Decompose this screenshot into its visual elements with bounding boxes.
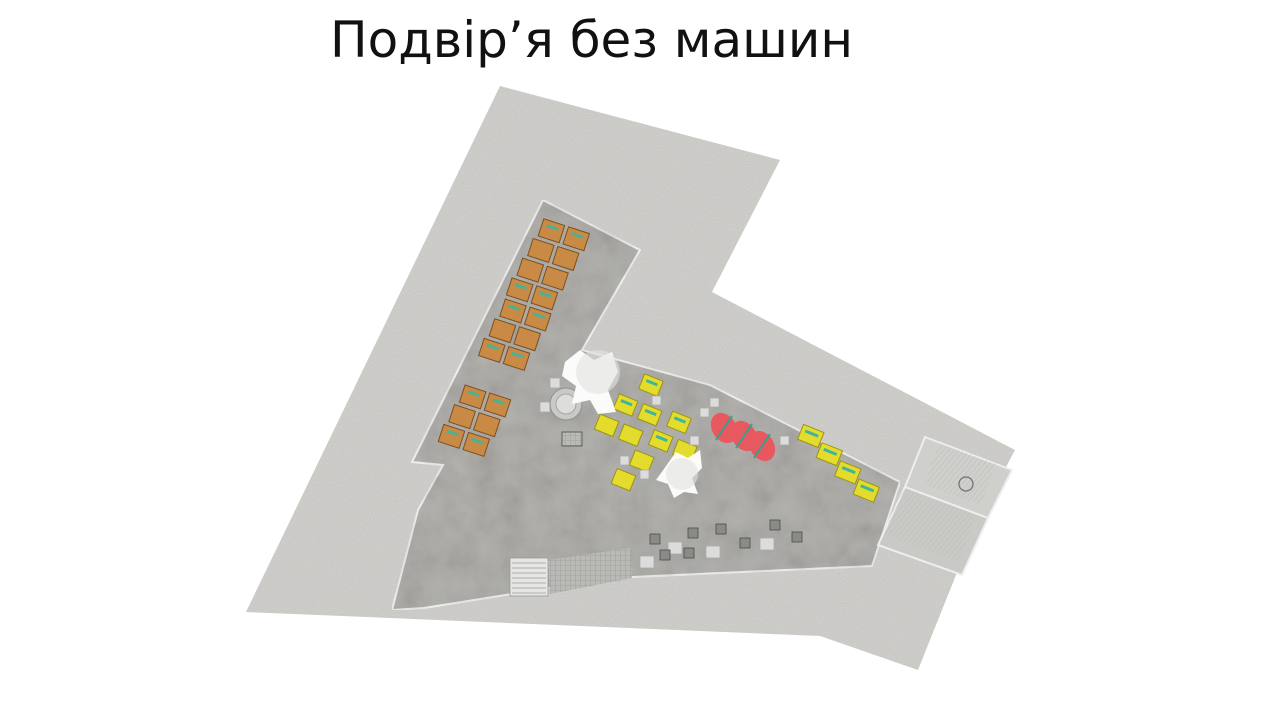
tree-shadow	[576, 350, 698, 490]
stairs	[509, 548, 632, 597]
chairs	[561, 431, 803, 561]
red-picnic-tables	[710, 412, 776, 462]
slide-title: Подвір’я без машин	[330, 11, 854, 69]
round-pavilion	[549, 387, 583, 421]
wooden-benches	[437, 218, 591, 457]
stepping-tiles	[539, 377, 790, 569]
yellow-bench-seats	[620, 379, 875, 493]
service-pad	[876, 435, 1014, 577]
bench-cushions	[446, 224, 584, 445]
